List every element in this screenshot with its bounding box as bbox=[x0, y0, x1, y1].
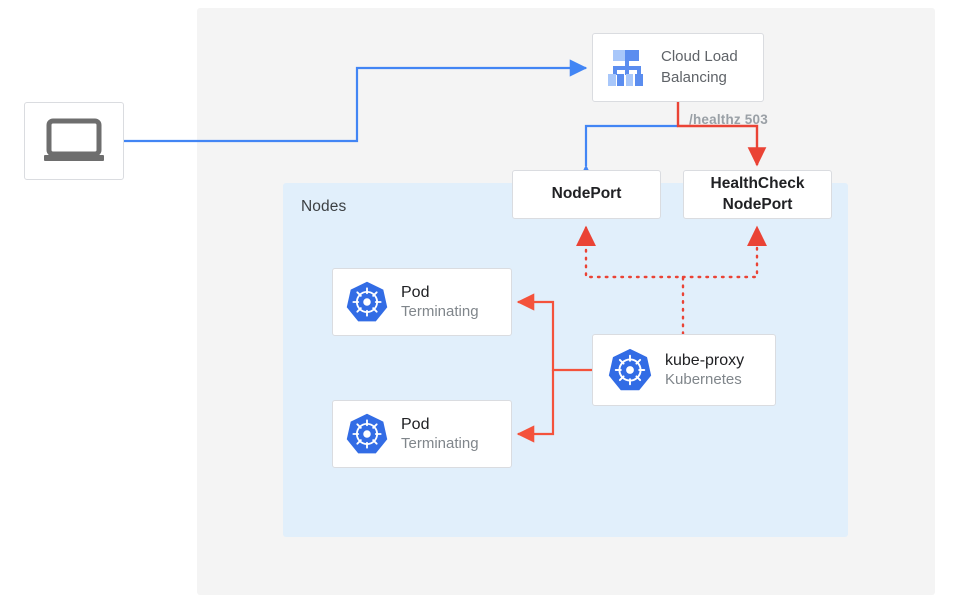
nodeport-box[interactable]: NodePort bbox=[512, 170, 661, 219]
cloud-load-balancing-icon bbox=[608, 49, 643, 86]
pod-status: Terminating bbox=[401, 302, 479, 320]
kubernetes-icon bbox=[608, 348, 652, 391]
pod-terminating-1[interactable]: Pod Terminating bbox=[332, 268, 512, 336]
cloud-load-balancing[interactable]: Cloud Load Balancing bbox=[592, 33, 764, 102]
kubernetes-icon bbox=[346, 281, 388, 322]
pod-title: Pod bbox=[401, 415, 430, 433]
kube-proxy-title: kube-proxy bbox=[665, 351, 745, 369]
kubernetes-icon bbox=[346, 413, 388, 454]
pod-title: Pod bbox=[401, 283, 430, 301]
healthcheck-nodeport-box[interactable]: HealthCheck NodePort bbox=[683, 170, 832, 219]
kube-proxy-box[interactable]: kube-proxy Kubernetes bbox=[592, 334, 776, 406]
pod-terminating-2[interactable]: Pod Terminating bbox=[332, 400, 512, 468]
pod-status: Terminating bbox=[401, 434, 479, 452]
cloud-load-balancing-label: Cloud Load Balancing bbox=[661, 48, 738, 86]
laptop-icon bbox=[44, 118, 104, 161]
healthcheck-nodeport-label: HealthCheck NodePort bbox=[710, 175, 805, 213]
client-device[interactable] bbox=[24, 102, 124, 180]
nodes-region-label: Nodes bbox=[301, 198, 347, 215]
kube-proxy-subtitle: Kubernetes bbox=[665, 370, 742, 388]
nodeport-label: NodePort bbox=[551, 185, 622, 203]
healthz-edge-label: /healthz 503 bbox=[689, 112, 768, 127]
